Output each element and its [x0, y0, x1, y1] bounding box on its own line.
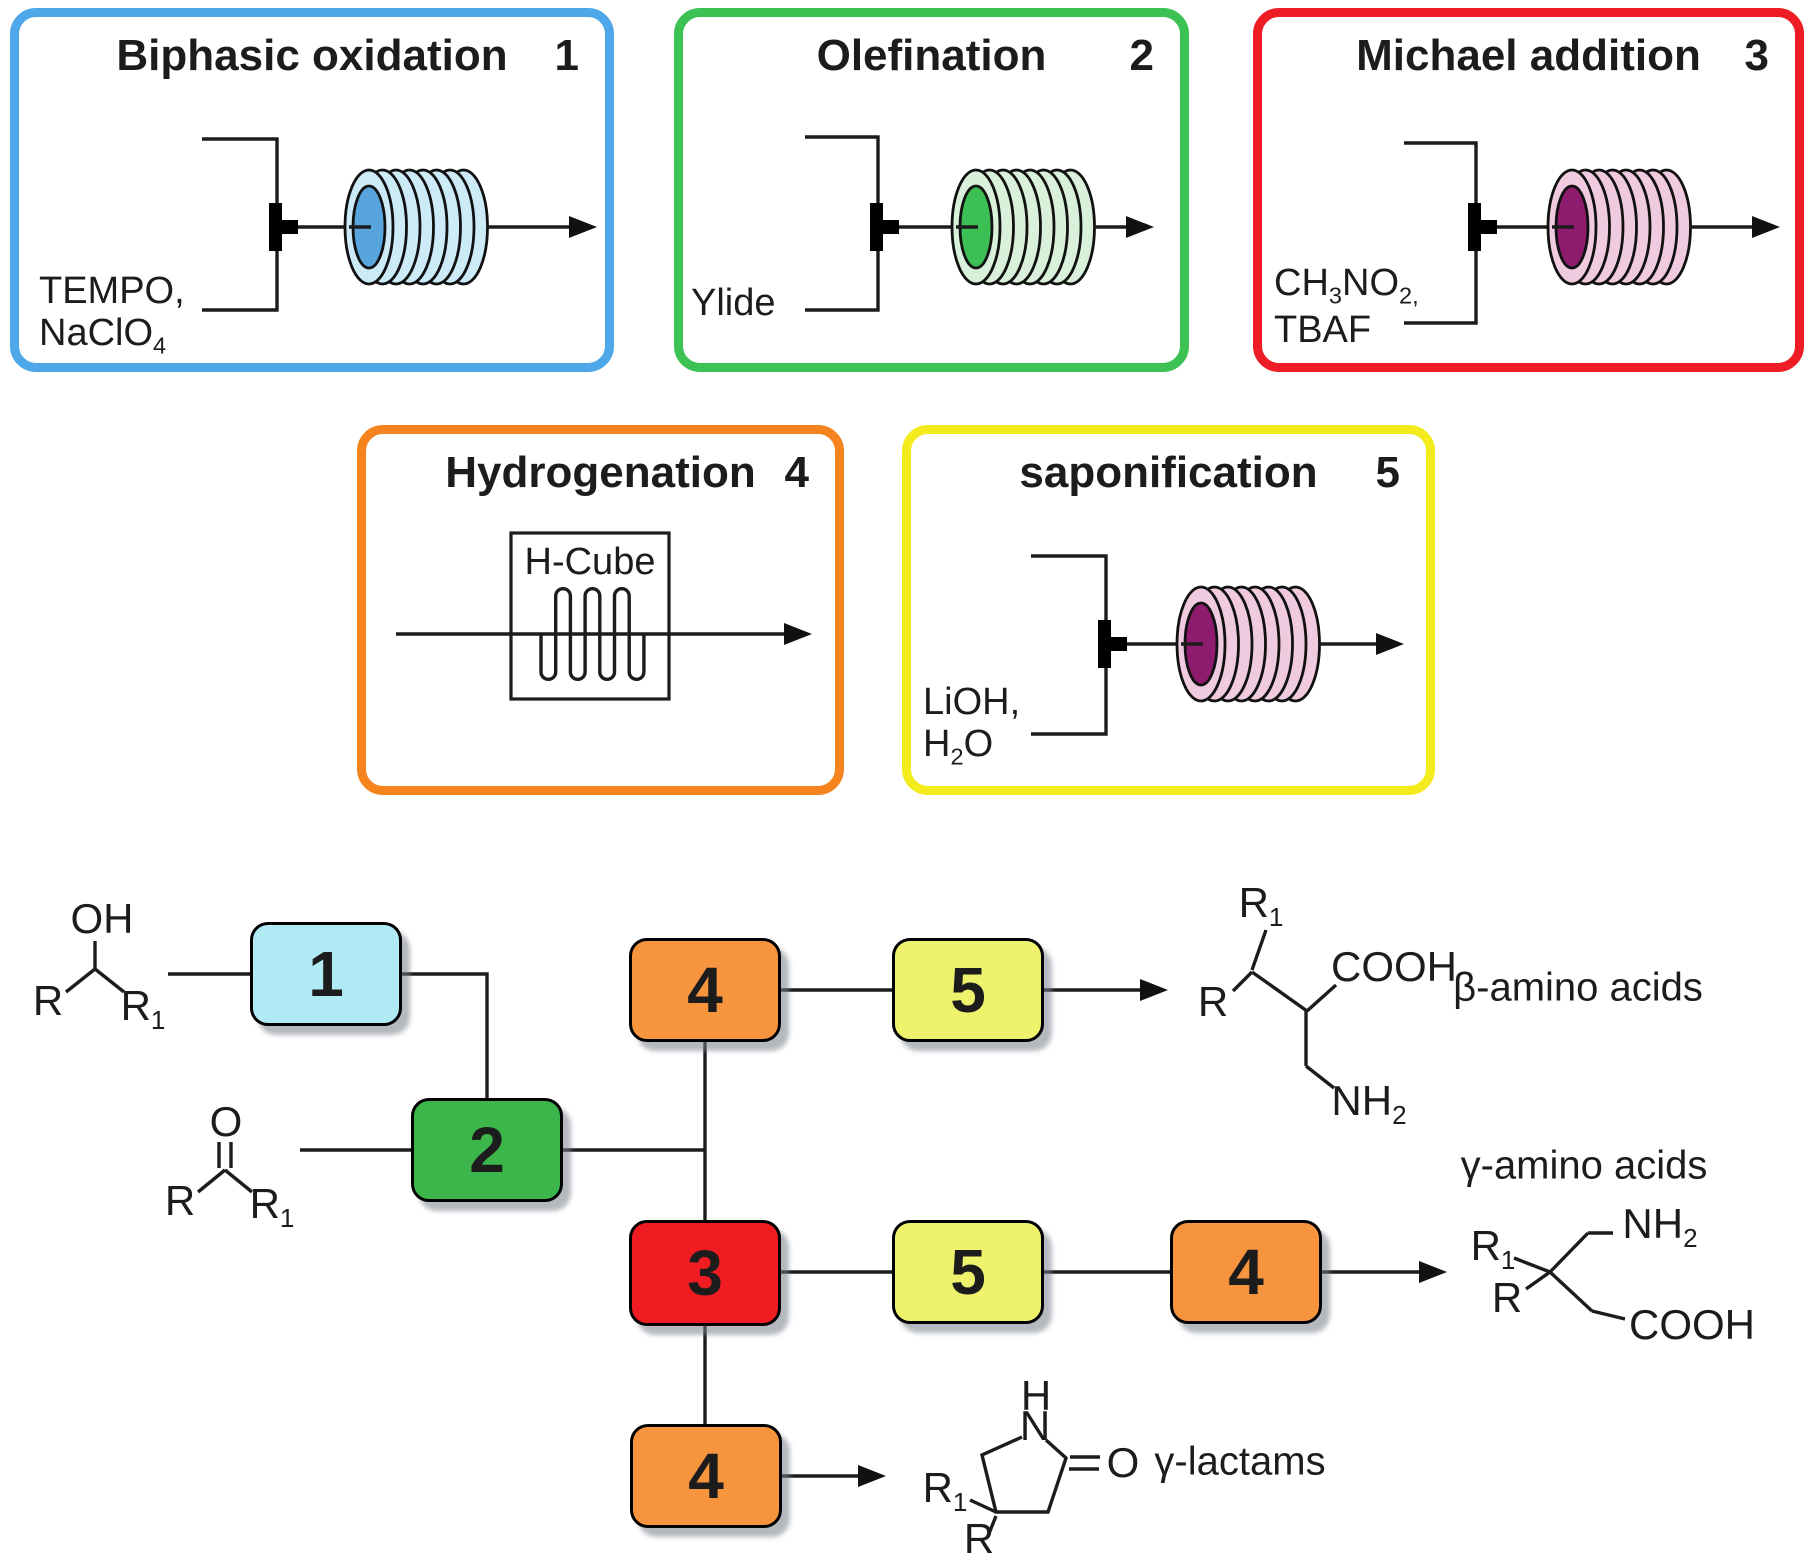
module-title: saponification	[1019, 448, 1318, 497]
gamma-amino-acid-bonds	[1513, 1231, 1626, 1321]
gamma-r-label: R	[1491, 1274, 1523, 1321]
module-title: Hydrogenation	[445, 448, 756, 497]
t-mixer-icon	[269, 203, 298, 251]
ketone-o-label: O	[209, 1098, 243, 1145]
reagent-label: Ylide	[691, 282, 776, 324]
node-step-4-mid: 4	[1170, 1220, 1322, 1324]
module-number: 4	[784, 448, 809, 497]
ketone-r1-label: R1	[249, 1179, 295, 1234]
module-number: 1	[554, 31, 579, 80]
module-title: Michael addition	[1356, 31, 1701, 80]
module-olefination: Olefination 2	[674, 8, 1189, 372]
gamma-amino-acids-label: γ-amino acids	[1460, 1143, 1708, 1188]
reagent-label: CH3NO2, TBAF	[1274, 262, 1419, 351]
node-label: 3	[687, 1237, 723, 1309]
coil-reactor-diagram	[805, 135, 1154, 312]
h-cube-reactor	[509, 531, 671, 701]
lactam-ring-bonds	[969, 1435, 1100, 1537]
coil-reactor-diagram	[1404, 141, 1780, 325]
flow-arrow	[1752, 216, 1780, 238]
module-number: 5	[1375, 448, 1400, 497]
node-label: 4	[1228, 1236, 1264, 1308]
lactam-r1-label: R1	[922, 1463, 968, 1518]
beta-cooh-label: COOH	[1331, 943, 1457, 990]
ketone-structure-bonds	[196, 1142, 254, 1194]
lactam-h-label: H	[1020, 1372, 1052, 1419]
node-step-2: 2	[411, 1098, 563, 1202]
lactam-o-label: O	[1106, 1439, 1140, 1486]
coil-reactor-icon	[950, 168, 1096, 286]
module-hydrogenation: Hydrogenation 4 H-Cube	[357, 425, 844, 795]
module-number: 2	[1129, 31, 1154, 80]
connector-1-to-2	[402, 972, 489, 1098]
node-step-5-mid: 5	[892, 1220, 1044, 1324]
gamma-nh2-label: NH2	[1622, 1199, 1698, 1254]
h-cube-diagram: H-Cube	[396, 531, 812, 701]
arrowhead-beta	[1140, 979, 1168, 1001]
flow-arrow	[1126, 216, 1154, 238]
node-label: 2	[469, 1114, 505, 1186]
node-label: 4	[687, 954, 723, 1026]
alcohol-r-label: R	[32, 977, 64, 1024]
coil-reactor-diagram	[202, 137, 597, 312]
beta-nh2-label: NH2	[1331, 1076, 1407, 1131]
alcohol-r1-label: R1	[120, 981, 166, 1036]
node-step-4-top: 4	[629, 938, 781, 1042]
beta-amino-acids-label: β-amino acids	[1453, 965, 1703, 1010]
arrowhead-gamma	[1419, 1261, 1447, 1283]
gamma-cooh-label: COOH	[1629, 1301, 1755, 1348]
h-cube-label: H-Cube	[525, 541, 656, 583]
ketone-r-label: R	[164, 1177, 196, 1224]
beta-r1-label: R1	[1238, 878, 1284, 933]
node-step-1: 1	[250, 922, 402, 1026]
alcohol-structure-bonds	[64, 941, 126, 994]
flow-arrow	[569, 216, 597, 238]
t-mixer-icon	[1098, 620, 1127, 668]
node-label: 5	[950, 1236, 986, 1308]
node-label: 4	[688, 1440, 724, 1512]
lactam-r-label: R	[963, 1515, 995, 1560]
coil-reactor-diagram	[1031, 554, 1404, 736]
module-title: Biphasic oxidation	[116, 31, 508, 80]
node-step-3: 3	[629, 1220, 781, 1326]
t-mixer-icon	[870, 203, 899, 251]
serpentine-channel	[539, 587, 646, 681]
coil-reactor-icon	[1546, 168, 1692, 286]
module-number: 3	[1744, 31, 1769, 80]
module-michael-addition: Michael addition 3	[1253, 8, 1804, 372]
flow-arrow	[784, 623, 812, 645]
flow-arrow	[1376, 633, 1404, 655]
node-step-5-top: 5	[892, 938, 1044, 1042]
module-biphasic-oxidation: Biphasic oxidation 1	[10, 8, 614, 372]
arrowhead-lactam	[858, 1465, 886, 1487]
reagent-label: TEMPO, NaClO4	[39, 270, 185, 359]
reagent-label: LiOH, H2O	[923, 681, 1021, 770]
beta-amino-acid-bonds	[1231, 929, 1338, 1090]
coil-reactor-icon	[343, 168, 489, 286]
gamma-r1-label: R1	[1470, 1221, 1516, 1276]
alcohol-oh-label: OH	[70, 895, 134, 942]
beta-r-label: R	[1197, 978, 1229, 1025]
node-label: 1	[308, 938, 344, 1010]
t-mixer-icon	[1468, 203, 1497, 251]
node-step-4-bottom: 4	[630, 1424, 782, 1528]
gamma-lactams-label: γ-lactams	[1154, 1439, 1326, 1484]
node-label: 5	[950, 954, 986, 1026]
module-title: Olefination	[816, 31, 1047, 80]
module-saponification: saponification 5	[902, 425, 1435, 795]
lactam-n-label: N	[1019, 1402, 1051, 1449]
